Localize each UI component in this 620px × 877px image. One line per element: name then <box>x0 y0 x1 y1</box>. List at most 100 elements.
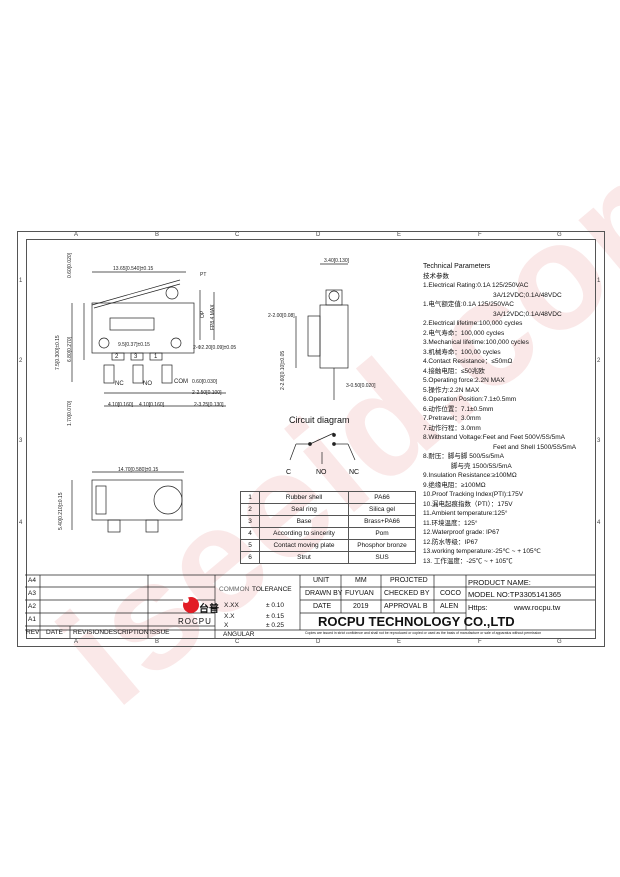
tech-title: Technical Parameters <box>423 263 491 270</box>
tech-item: 9.绝缘电阻：≥100MΩ <box>423 481 486 489</box>
table-row: 6 Strut SUS <box>240 551 416 564</box>
tech-item: 2.Electrical lifetime:100,000 cycles <box>423 320 523 327</box>
tech-item: 6.动作位置：7.1±0.5mm <box>423 405 494 413</box>
dim-body-height: 6.80[0.270] <box>67 336 73 362</box>
dim-pin-offset: 2-3.25[0.130] <box>194 402 224 408</box>
material-part: According to sincerity <box>259 527 349 540</box>
tb-notice: Copies are issued in strict confidence a… <box>305 631 542 635</box>
tb-https: Https: <box>468 603 488 612</box>
material-index: 2 <box>240 503 260 516</box>
tb-model: MODEL NO:TP3305141365 <box>468 590 562 599</box>
pin-label-2: 2 <box>115 354 119 360</box>
rev-header-issue: ISSUE <box>150 629 170 636</box>
table-row: 2 Seal ring Silica gel <box>240 503 416 516</box>
tech-item: 2.电气寿命：100,000 cycles <box>423 329 505 337</box>
dim-hole-diameter: 2-Φ2.20[0.09]±0.05 <box>193 345 237 351</box>
dim-side-height: 2-2.60[0.10]±0.05 <box>280 350 286 390</box>
material-name: Pom <box>348 527 416 540</box>
dim-pin-pitch-2: 4.10[0.160] <box>139 402 165 408</box>
dim-pin-pitch-1: 4.10[0.160] <box>108 402 134 408</box>
material-name: Silica gel <box>348 503 416 516</box>
material-index: 6 <box>240 551 260 564</box>
pin-label-3: 3 <box>134 354 138 360</box>
zone-bottom-c: C <box>235 639 240 645</box>
tol-r1b: ± 0.10 <box>266 602 285 609</box>
tech-item: 3.机械寿命：100,00 cycles <box>423 348 501 356</box>
zone-top-a: A <box>74 232 79 238</box>
tol-r2b: ± 0.15 <box>266 613 285 620</box>
technical-parameters: Technical Parameters 技术参数 1.Electrical R… <box>423 262 603 566</box>
zone-bottom-g: G <box>557 639 562 645</box>
dim-bottom-length: 14.70[0.580]±0.15 <box>118 467 159 473</box>
tech-item: 4.Contact Resistance：≤50mΩ <box>423 358 513 365</box>
switch-body-side <box>319 304 349 369</box>
zone-side-1-right: 1 <box>597 278 601 284</box>
dim-side-width: 3.40[0.130] <box>324 258 350 264</box>
pin-label-nc: NC <box>115 381 124 387</box>
materials-table: 1 Rubber shell PA66 2 Seal ring Silica g… <box>240 491 416 564</box>
tech-item: 7.Pretravel：3.0mm <box>423 415 481 422</box>
zone-side-3: 3 <box>19 438 23 444</box>
material-index: 5 <box>240 539 260 552</box>
table-row: 5 Contact moving plate Phosphor bronze <box>240 539 416 552</box>
tech-item: 6.Operation Position:7.1±0.5mm <box>423 396 517 403</box>
tech-item: 1.电气额定值:0.1A 125/250VAC <box>423 301 514 308</box>
material-part: Strut <box>259 551 349 564</box>
tech-title-cn: 技术参数 <box>423 272 449 280</box>
rev-row-a3: A3 <box>28 590 36 597</box>
zone-side-4: 4 <box>19 520 23 526</box>
tb-date: DATE <box>313 603 332 610</box>
tb-year: 2019 <box>353 603 369 610</box>
tech-item: 8.Withstand Voltage:Feet and Feet 500V/5… <box>423 434 566 441</box>
tol-r3a: X <box>224 622 229 629</box>
material-part: Rubber shell <box>259 491 349 504</box>
dim-height: 7.5[0.300]±0.15 <box>55 335 61 370</box>
zone-top-e: E <box>397 232 402 238</box>
dim-thickness: 0.60[0.020] <box>67 252 73 278</box>
tb-checked: CHECKED BY <box>384 590 430 597</box>
tech-item: 10.Proof Tracking Index(PTI):175V <box>423 491 524 498</box>
material-index: 1 <box>240 491 260 504</box>
material-name: PA66 <box>348 491 416 504</box>
rev-row-a1: A1 <box>28 616 36 623</box>
rev-header-date: DATE <box>46 629 63 636</box>
dim-pt: PT <box>200 272 207 278</box>
zone-top-c: C <box>235 232 240 238</box>
tech-item: 4.接触电阻：≤50兆欧 <box>423 367 485 375</box>
dim-side-flange: 2-2.00[0.08] <box>268 313 295 319</box>
tol-r3b: ± 0.25 <box>266 622 285 629</box>
tol-r1a: X.XX <box>224 602 239 609</box>
roller <box>165 286 179 300</box>
tech-item: 11.Ambient temperature:125° <box>423 510 508 517</box>
logo-en: ROCPU <box>178 617 212 626</box>
material-part: Seal ring <box>259 503 349 516</box>
dim-pin-width: 0.60[0.030] <box>192 379 218 385</box>
tech-item: 3.Mechanical lifetime:100,000 cycles <box>423 339 529 346</box>
tech-item: 3A/12VDC;0.1A/48VDC <box>493 310 562 318</box>
zone-side-1: 1 <box>19 278 23 284</box>
rev-row-a2: A2 <box>28 603 36 610</box>
tb-projcted: PROJCTED <box>390 577 428 584</box>
pin-label-1: 1 <box>154 354 158 360</box>
tech-item: 脚与壳 1500/5S/5mA <box>451 462 512 470</box>
tol-r2a: X.X <box>224 613 235 620</box>
zone-bottom-e: E <box>397 639 402 645</box>
tb-url[interactable]: www.rocpu.tw <box>514 603 561 612</box>
dim-op: OP <box>200 310 206 318</box>
material-name: Phosphor bronze <box>348 539 416 552</box>
table-row: 1 Rubber shell PA66 <box>240 491 416 504</box>
circuit-title: Circuit diagram <box>289 415 350 425</box>
tech-item: 13. 工作温度：-25℃ ~ + 105℃ <box>423 557 513 565</box>
circuit-label-nc: NC <box>349 469 360 476</box>
tb-unit: UNIT <box>313 577 330 584</box>
material-index: 3 <box>240 515 260 528</box>
tb-product-name: PRODUCT NAME: <box>468 578 531 587</box>
tech-item: 5.Operating force:2.2N MAX <box>423 377 505 384</box>
tech-item: 1.Electrical Rating:0.1A 125/250VAC <box>423 282 529 289</box>
dim-pin-span: 2-2.50[0.100] <box>192 390 222 396</box>
circuit-label-c: C <box>286 469 292 476</box>
tech-item: 9.Insulation Resistance:≥100MΩ <box>423 472 517 479</box>
tb-drawn: DRAWN BY <box>305 590 343 597</box>
tech-item: Feet and Shell 1500/5S/5mA <box>493 443 577 451</box>
zone-bottom-a: A <box>74 639 79 645</box>
